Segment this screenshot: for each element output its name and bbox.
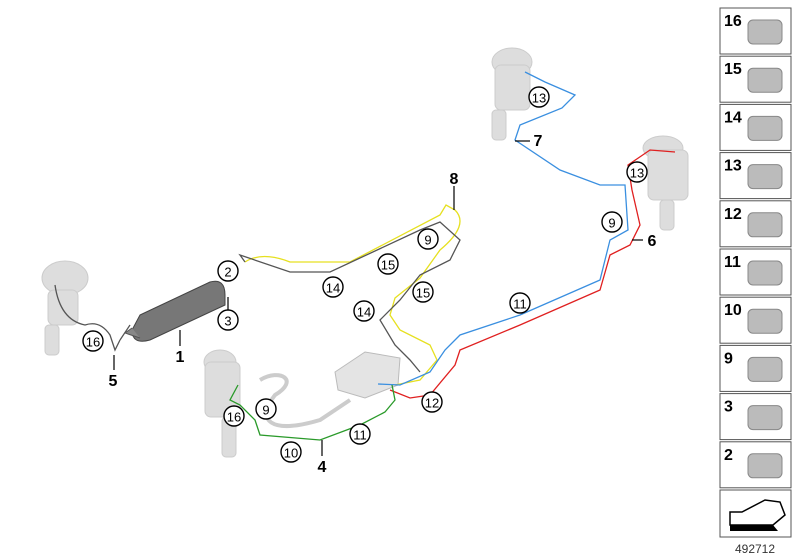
part-thumbnail-icon [747, 405, 783, 431]
line-red [389, 149, 676, 399]
callout-number: 3 [224, 314, 231, 329]
air-strut-front-right [642, 135, 689, 231]
callout-number: 14 [326, 281, 340, 296]
air-strut-rear-left [41, 260, 89, 356]
callout-13[interactable]: 13 [528, 86, 550, 108]
callout-number: 11 [513, 297, 527, 312]
callout-14[interactable]: 14 [322, 276, 344, 298]
air-reservoir [123, 280, 226, 342]
sidebar-part-number: 10 [724, 302, 742, 319]
part-label-6[interactable]: 6 [648, 233, 657, 250]
callout-number: 16 [227, 410, 241, 425]
line-yellow [244, 204, 461, 386]
valve-block [258, 351, 401, 428]
sidebar-part-15[interactable]: 15 [719, 55, 792, 103]
line-green [229, 384, 396, 441]
line-gray-5 [54, 284, 121, 352]
callout-number: 15 [381, 258, 395, 273]
sidebar-part-number: 13 [724, 158, 742, 175]
sidebar-part-10[interactable]: 10 [719, 296, 792, 344]
part-thumbnail-icon [747, 453, 783, 479]
sidebar-part-16[interactable]: 16 [719, 7, 792, 55]
sidebar-part-number: 11 [724, 254, 741, 271]
leader-lines [113, 140, 643, 456]
part-label-4[interactable]: 4 [318, 459, 327, 476]
sidebar-part-2[interactable]: 2 [719, 441, 792, 489]
callout-15[interactable]: 15 [412, 281, 434, 303]
sidebar-part-number: 14 [724, 109, 742, 126]
part-thumbnail-icon [747, 260, 783, 286]
document-id: 492712 [735, 542, 775, 556]
sidebar-part-14[interactable]: 14 [719, 103, 792, 151]
line-gray-8 [119, 221, 461, 373]
callout-number: 12 [425, 396, 439, 411]
sidebar-part-number: 16 [724, 13, 742, 30]
part-thumbnail-icon [747, 308, 783, 334]
callout-number: 11 [353, 428, 367, 443]
part-thumbnail-icon [747, 115, 783, 141]
sidebar-part-number: 3 [724, 399, 733, 416]
parts-sidebar: 16 15 14 13 12 11 10 9 3 2 [719, 7, 792, 489]
part-label-7[interactable]: 7 [534, 133, 543, 150]
callout-11[interactable]: 11 [349, 423, 371, 445]
callout-number: 16 [86, 335, 100, 350]
sidebar-part-9[interactable]: 9 [719, 344, 792, 392]
callout-number: 9 [262, 403, 269, 418]
callout-number: 9 [424, 233, 431, 248]
callout-12[interactable]: 12 [421, 391, 443, 413]
part-thumbnail-icon [747, 164, 783, 190]
callout-9[interactable]: 9 [255, 398, 277, 420]
part-thumbnail-icon [747, 67, 783, 93]
callout-14[interactable]: 14 [353, 300, 375, 322]
air-strut-front-left [203, 349, 241, 458]
part-thumbnail-icon [747, 212, 783, 238]
callout-10[interactable]: 10 [280, 441, 302, 463]
callout-9[interactable]: 9 [601, 211, 623, 233]
air-strut-rear-right [491, 47, 533, 141]
callout-9[interactable]: 9 [417, 228, 439, 250]
sidebar-part-number: 2 [724, 447, 733, 464]
callout-15[interactable]: 15 [377, 253, 399, 275]
callout-2[interactable]: 2 [217, 260, 239, 282]
part-label-1[interactable]: 1 [176, 349, 185, 366]
callout-number: 14 [357, 305, 371, 320]
callout-number: 2 [224, 265, 231, 280]
sidebar-part-3[interactable]: 3 [719, 393, 792, 441]
part-thumbnail-icon [747, 356, 783, 382]
callout-11[interactable]: 11 [509, 292, 531, 314]
callout-16[interactable]: 16 [82, 330, 104, 352]
callout-number: 10 [284, 446, 298, 461]
callout-13[interactable]: 13 [626, 161, 648, 183]
callout-number: 13 [532, 91, 546, 106]
sidebar-part-number: 12 [724, 206, 742, 223]
part-thumbnail-icon [747, 19, 783, 45]
sidebar-part-number: 9 [724, 350, 733, 367]
callout-number: 15 [416, 286, 430, 301]
callout-number: 13 [630, 166, 644, 181]
callout-16[interactable]: 16 [223, 405, 245, 427]
part-label-8[interactable]: 8 [450, 171, 459, 188]
callout-3[interactable]: 3 [217, 309, 239, 331]
sidebar-part-12[interactable]: 12 [719, 200, 792, 248]
callout-number: 9 [608, 216, 615, 231]
view-direction-box[interactable] [719, 489, 792, 538]
sidebar-part-number: 15 [724, 61, 742, 78]
line-blue [377, 71, 629, 386]
sidebar-part-13[interactable]: 13 [719, 152, 792, 200]
part-label-5[interactable]: 5 [109, 373, 118, 390]
sidebar-part-11[interactable]: 11 [719, 248, 792, 296]
